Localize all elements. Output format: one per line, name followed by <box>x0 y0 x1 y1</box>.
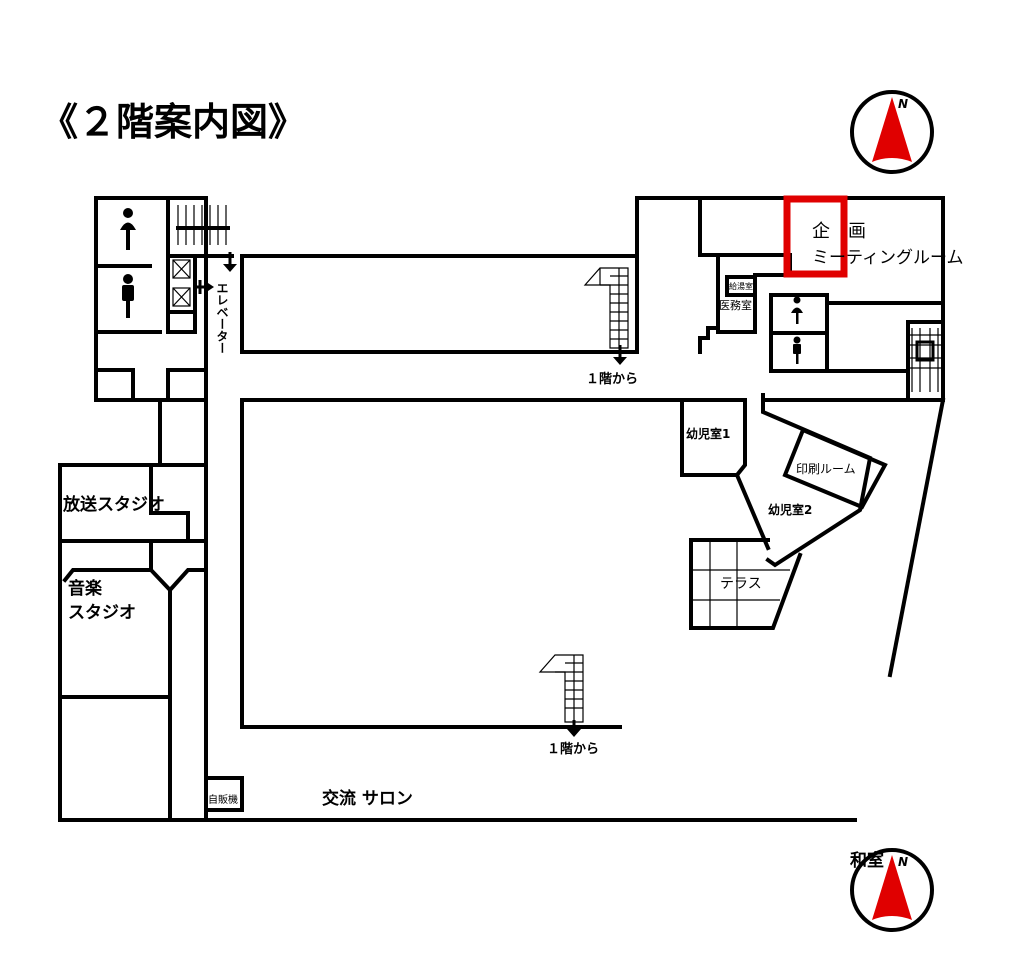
room-nursery-2: 幼児室2 <box>768 502 812 517</box>
north-label: N <box>898 97 908 111</box>
stairs-icon <box>910 328 941 392</box>
male-restroom-icon <box>122 274 134 318</box>
stairs-icon <box>538 654 584 723</box>
page-title: 《２階案内図》 <box>40 100 306 144</box>
room-music-studio: 音楽 <box>68 578 103 599</box>
room-medical: 医務室 <box>719 298 752 312</box>
stairs-icon <box>176 205 230 245</box>
vending-machine: 自販機 <box>208 793 238 806</box>
arrow-icon <box>193 252 627 737</box>
room-planning: 画 <box>848 221 866 242</box>
room-broadcast-studio: 放送スタジオ <box>62 494 165 515</box>
male-restroom-icon <box>793 336 801 364</box>
walls <box>58 196 946 822</box>
label-stairs-from-1f: １階から <box>547 741 599 757</box>
room-music-studio: スタジオ <box>68 603 136 623</box>
label-elevator: エレベーター <box>215 282 229 354</box>
room-salon: 交流 サロン <box>322 788 413 809</box>
room-meeting: ミーティングルーム <box>812 248 963 268</box>
north-arrow-icon: N <box>850 848 934 932</box>
terrace-grid <box>691 540 790 628</box>
female-restroom-icon <box>791 296 803 324</box>
stairs-icon <box>583 267 629 349</box>
north-arrow-icon: N <box>850 90 934 174</box>
label-stairs-from-1f: １階から <box>586 371 638 387</box>
north-label: N <box>898 855 908 869</box>
room-print: 印刷ルーム <box>796 462 856 476</box>
room-kitchenette: 給湯室 <box>729 281 753 291</box>
room-nursery-1: 幼児室1 <box>686 426 730 441</box>
female-restroom-icon <box>120 208 136 250</box>
room-terrace: テラス <box>720 576 762 592</box>
room-planning: 企 <box>812 221 830 242</box>
room-japanese-room: 和室 <box>850 850 884 871</box>
highlight-marker <box>783 195 848 278</box>
elevator-icon <box>172 259 191 307</box>
